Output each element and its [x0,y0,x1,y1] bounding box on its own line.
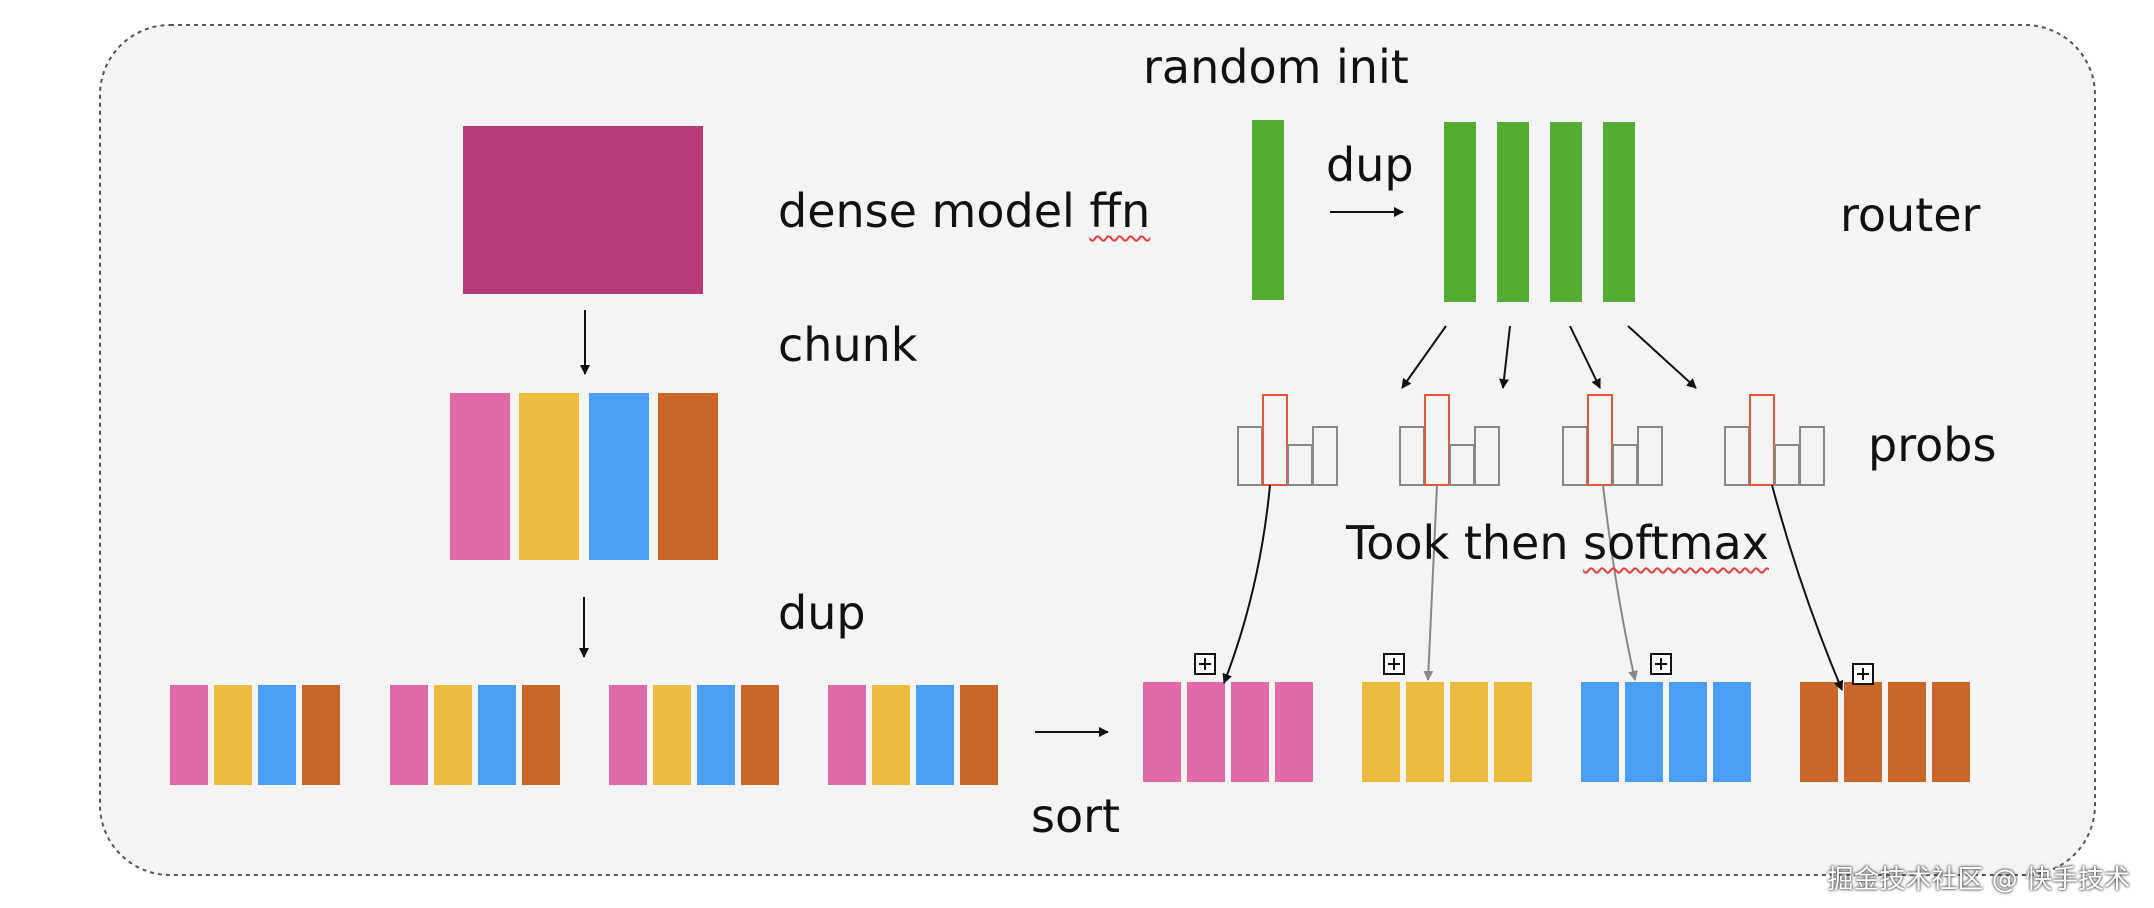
dup-4-pink-block [828,685,866,785]
sorted-blue-4-block [1713,682,1751,782]
dense-model-text: dense model [778,184,1090,238]
softmax-text: softmax [1583,516,1769,570]
router-bar-3 [1550,122,1582,302]
sorted-orange-2-block [1844,682,1882,782]
dup-1-blue-block [258,685,296,785]
dup-3-blue-block [697,685,735,785]
sorted-pink-3-block [1231,682,1269,782]
plus-box-icon [1194,653,1216,675]
router-label: router [1840,188,1981,242]
router-arrow-1 [1401,325,1447,389]
add-markers [1194,653,1874,685]
prob-arrow-1 [1222,484,1271,684]
sorted-blue-3-block [1669,682,1707,782]
prob-1-bar-2 [1262,394,1288,486]
sorted-pink-4-block [1275,682,1313,782]
sorted-pink-2-block [1187,682,1225,782]
sorted-yellow-4-block [1494,682,1532,782]
sorted-orange-3-block [1888,682,1926,782]
dup-2-yellow-block [434,685,472,785]
dup-2-blue-block [478,685,516,785]
sort-label: sort [1031,789,1121,843]
sorted-blue-2-block [1625,682,1663,782]
dup-2-pink-block [390,685,428,785]
sorted-orange-4-block [1932,682,1970,782]
dup-left-label: dup [778,586,866,640]
router-bars [1444,122,1635,302]
router-bar-2 [1497,122,1529,302]
chunk-blue [589,393,649,560]
chunk-label: chunk [778,318,918,372]
sorted-yellow-3-block [1450,682,1488,782]
sorted-groups [1143,682,1970,782]
sorted-yellow-2-block [1406,682,1444,782]
chunk-pink [450,393,510,560]
dup-1-yellow-block [214,685,252,785]
dup-4-blue-block [916,685,954,785]
prob-4-bar-4 [1799,426,1825,486]
sorted-orange-1-block [1800,682,1838,782]
router-to-probs-arrows [1401,325,1697,389]
dup-3-orange-block [741,685,779,785]
prob-arrow-3 [1602,484,1638,681]
probs-to-experts-arrows [1222,484,1844,691]
random-init-label: random init [1143,40,1409,94]
prob-histograms [1237,394,1825,486]
chunk-blocks [450,393,718,560]
dup-3-yellow-block [653,685,691,785]
dup-4-orange-block [960,685,998,785]
prob-2-bar-4 [1474,426,1500,486]
prob-1-bar-4 [1312,426,1338,486]
dup-1-pink-block [170,685,208,785]
took-softmax-label: Took then softmax [1346,520,1769,566]
router-arrow-2 [1499,325,1511,389]
ffn-text: ffn [1089,184,1151,238]
router-arrow-3 [1569,325,1601,389]
dup-top-label: dup [1326,138,1414,192]
dup-1-orange-block [302,685,340,785]
prob-3-bar-4 [1637,426,1663,486]
router-bar-4 [1603,122,1635,302]
dense-model-ffn-label: dense model ffn [778,188,1150,234]
router-init-bar [1252,120,1284,300]
dup-3-pink-block [609,685,647,785]
watermark: 掘金技术社区 @ 快手技术 [1827,865,2130,895]
prob-3-bar-2 [1587,394,1613,486]
probs-label: probs [1868,418,1997,472]
prob-arrow-4 [1771,484,1844,691]
dense-model-block [463,126,703,294]
dup-2-orange-block [522,685,560,785]
plus-box-icon [1383,653,1405,675]
prob-arrow-2 [1423,484,1438,681]
plus-box-icon [1852,663,1874,685]
took-text: Took then [1346,516,1584,570]
router-arrow-4 [1627,325,1697,389]
duplicated-groups [170,685,998,785]
sorted-pink-1-block [1143,682,1181,782]
prob-4-bar-2 [1749,394,1775,486]
chunk-orange [658,393,718,560]
chunk-yellow [519,393,579,560]
dup-4-yellow-block [872,685,910,785]
sorted-blue-1-block [1581,682,1619,782]
router-bar-1 [1444,122,1476,302]
plus-box-icon [1650,653,1672,675]
sorted-yellow-1-block [1362,682,1400,782]
